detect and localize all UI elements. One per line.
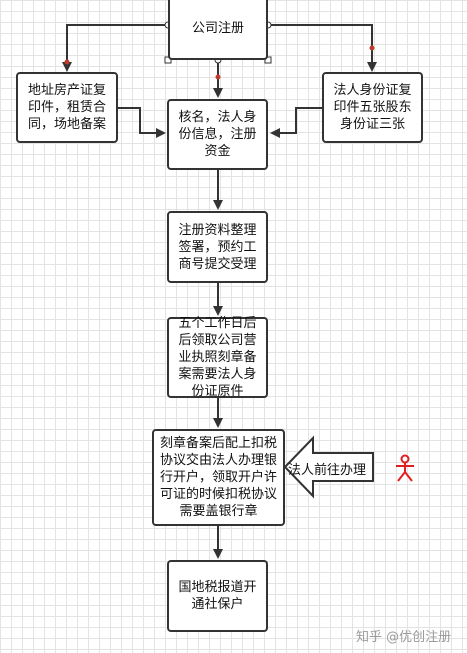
node-company-registration[interactable]: 公司注册 [168, 0, 268, 60]
node-license-pickup[interactable]: 五个工作日后后领取公司营业执照刻章备案需要法人身份证原件 [167, 316, 268, 399]
connection-point-dots [64, 45, 375, 80]
node-company-registration-label: 公司注册 [191, 20, 244, 36]
node-address-docs[interactable]: 地址房产证复印件，租赁合同，场地备案 [16, 72, 118, 143]
edge-registration-to-address-docs [62, 24, 168, 72]
node-name-check-label: 核名，法人身份信息，注册资金 [178, 110, 257, 159]
node-tax-social-label: 国地税报道开通社保户 [178, 580, 257, 612]
node-submit-docs-label: 注册资料整理签署，预约工商号提交受理 [178, 222, 257, 272]
node-submit-docs[interactable]: 注册资料整理签署，预约工商号提交受理 [167, 211, 268, 283]
node-legal-rep-id-label: 法人身份证复印件五张股东身份证三张 [333, 83, 412, 132]
node-legal-rep-id[interactable]: 法人身份证复印件五张股东身份证三张 [322, 72, 423, 143]
node-address-docs-label: 地址房产证复印件，租赁合同，场地备案 [27, 83, 106, 132]
edge-id-docs-to-name-check [270, 107, 322, 138]
block-arrow-label: 法人前往办理 [288, 463, 367, 478]
node-name-check[interactable]: 核名，法人身份信息，注册资金 [167, 99, 268, 170]
watermark: 知乎 @优创注册 [356, 630, 452, 645]
edge-address-docs-to-name-check [118, 107, 166, 138]
node-tax-social[interactable]: 国地税报道开通社保户 [167, 560, 268, 632]
node-license-pickup-label: 五个工作日后后领取公司营业执照刻章备案需要法人身份证原件 [178, 316, 257, 399]
node-bank-account[interactable]: 刻章备案后配上扣税协议交由法人办理银行开户，领取开户许可证的时候扣税协议需要盖银… [152, 429, 285, 526]
block-arrow-left [283, 435, 374, 499]
stick-figure-person-icon [396, 454, 414, 482]
node-bank-account-label: 刻章备案后配上扣税协议交由法人办理银行开户，领取开户许可证的时候扣税协议需要盖银… [160, 436, 278, 519]
edge-registration-to-id-docs [268, 24, 377, 72]
